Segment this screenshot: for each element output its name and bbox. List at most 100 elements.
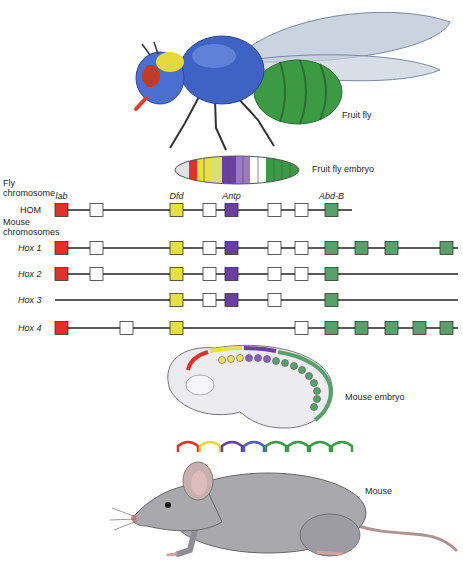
mouse-drawing	[178, 530, 195, 554]
fly-embryo-drawing	[175, 150, 189, 190]
hox-gene-box	[325, 268, 338, 281]
hox-gene-box	[225, 242, 238, 255]
fruit-fly-drawing	[320, 64, 326, 120]
row-group-label: Fly chromosome	[3, 178, 58, 198]
mouse-drawing	[183, 462, 213, 500]
mouse-embryo-drawing	[168, 345, 333, 428]
fly-embryo-drawing	[189, 150, 197, 190]
hox-gene-box	[55, 268, 68, 281]
mouse-embryo-drawing	[244, 348, 276, 351]
gene-label: Dfd	[169, 191, 183, 201]
hox-gene-box	[120, 322, 133, 335]
gene-label: Abd-B	[319, 191, 344, 201]
gene-label: Antp	[222, 191, 241, 201]
hox-gene-box	[355, 322, 368, 335]
gene-label: lab	[55, 191, 67, 201]
mouse-embryo-drawing	[210, 348, 242, 351]
hox-gene-box	[203, 204, 216, 217]
figure-label: Mouse embryo	[345, 392, 405, 402]
hox-gene-box	[55, 242, 68, 255]
fruit-fly-drawing	[142, 65, 160, 87]
mouse-drawing	[131, 515, 137, 521]
mouse-embryo-drawing	[311, 404, 318, 411]
mouse-embryo-drawing	[186, 375, 214, 395]
hox-gene-box	[55, 204, 68, 217]
region-bracket	[310, 442, 330, 452]
hox-gene-box	[268, 204, 281, 217]
hox-gene-box	[385, 322, 398, 335]
hox-gene-box	[203, 268, 216, 281]
hox-gene-box	[440, 242, 453, 255]
hox-gene-box	[325, 204, 338, 217]
fly-embryo-drawing	[197, 150, 212, 190]
fruit-fly-drawing	[136, 12, 450, 150]
region-bracket	[266, 442, 286, 452]
hox-gene-box	[225, 204, 238, 217]
figure-label: Fruit fly embryo	[312, 164, 374, 174]
chromosome-label: Hox 2	[18, 269, 42, 279]
mouse-drawing	[168, 554, 176, 555]
fly-embryo-drawing	[175, 150, 300, 190]
hox-gene-box	[90, 268, 103, 281]
hox-gene-box	[295, 268, 308, 281]
figure-label: Mouse	[365, 486, 392, 496]
mouse-embryo-drawing	[306, 373, 313, 380]
chromosome-label: HOM	[20, 205, 41, 215]
fruit-fly-drawing	[300, 60, 306, 124]
hox-gene-box	[90, 204, 103, 217]
hox-gene-box	[55, 322, 68, 335]
mouse-drawing	[110, 508, 137, 530]
mouse-embryo-drawing	[228, 356, 235, 363]
hox-gene-box	[225, 268, 238, 281]
mouse-embryo-drawing	[237, 355, 244, 362]
hox-gene-box	[385, 242, 398, 255]
hox-gene-box	[55, 204, 453, 335]
hox-gene-box	[413, 322, 426, 335]
hox-gene-box	[295, 322, 308, 335]
mouse-embryo-drawing	[264, 356, 271, 363]
hox-gene-box	[268, 268, 281, 281]
fruit-fly-drawing	[170, 95, 200, 148]
hox-gene-box	[170, 322, 183, 335]
mouse-embryo-drawing	[219, 357, 226, 364]
fruit-fly-drawing	[142, 42, 158, 55]
hox-gene-box	[170, 268, 183, 281]
hox-gene-box	[325, 242, 338, 255]
hox-gene-box	[203, 294, 216, 307]
chromosome-lines	[55, 273, 458, 274]
hox-gene-box	[268, 242, 281, 255]
hox-gene-box	[170, 242, 183, 255]
mouse-embryo-drawing	[246, 355, 253, 362]
mouse-drawing	[300, 514, 360, 556]
mouse-embryo-drawing	[188, 352, 208, 370]
fruit-fly-drawing	[192, 44, 236, 68]
mouse-embryo-drawing	[291, 363, 298, 370]
mouse-embryo-drawing	[314, 388, 321, 395]
row-group-label: Mouse chromosomes	[3, 217, 61, 237]
fruit-fly-drawing	[180, 36, 264, 104]
region-bracket	[332, 442, 352, 452]
hox-gene-box	[355, 242, 368, 255]
fly-embryo-drawing	[266, 150, 300, 190]
region-bracket	[178, 442, 352, 452]
fruit-fly-drawing	[136, 98, 146, 109]
region-bracket	[244, 442, 264, 452]
fruit-fly-drawing	[215, 100, 226, 150]
region-bracket	[178, 442, 198, 452]
mouse-embryo-drawing	[299, 367, 306, 374]
mouse-drawing	[110, 462, 456, 556]
mouse-embryo-drawing	[255, 355, 262, 362]
region-bracket	[288, 442, 308, 452]
hox-gene-box	[325, 294, 338, 307]
hox-gene-box	[440, 322, 453, 335]
hox-gene-box	[268, 294, 281, 307]
mouse-drawing	[355, 525, 456, 550]
fruit-fly-drawing	[156, 52, 184, 72]
chromosome-lines	[55, 299, 458, 300]
mouse-embryo-drawing	[278, 352, 331, 420]
chromosome-label: Hox 1	[18, 243, 42, 253]
mouse-drawing	[318, 552, 342, 554]
chromosome-label: Hox 3	[18, 295, 42, 305]
